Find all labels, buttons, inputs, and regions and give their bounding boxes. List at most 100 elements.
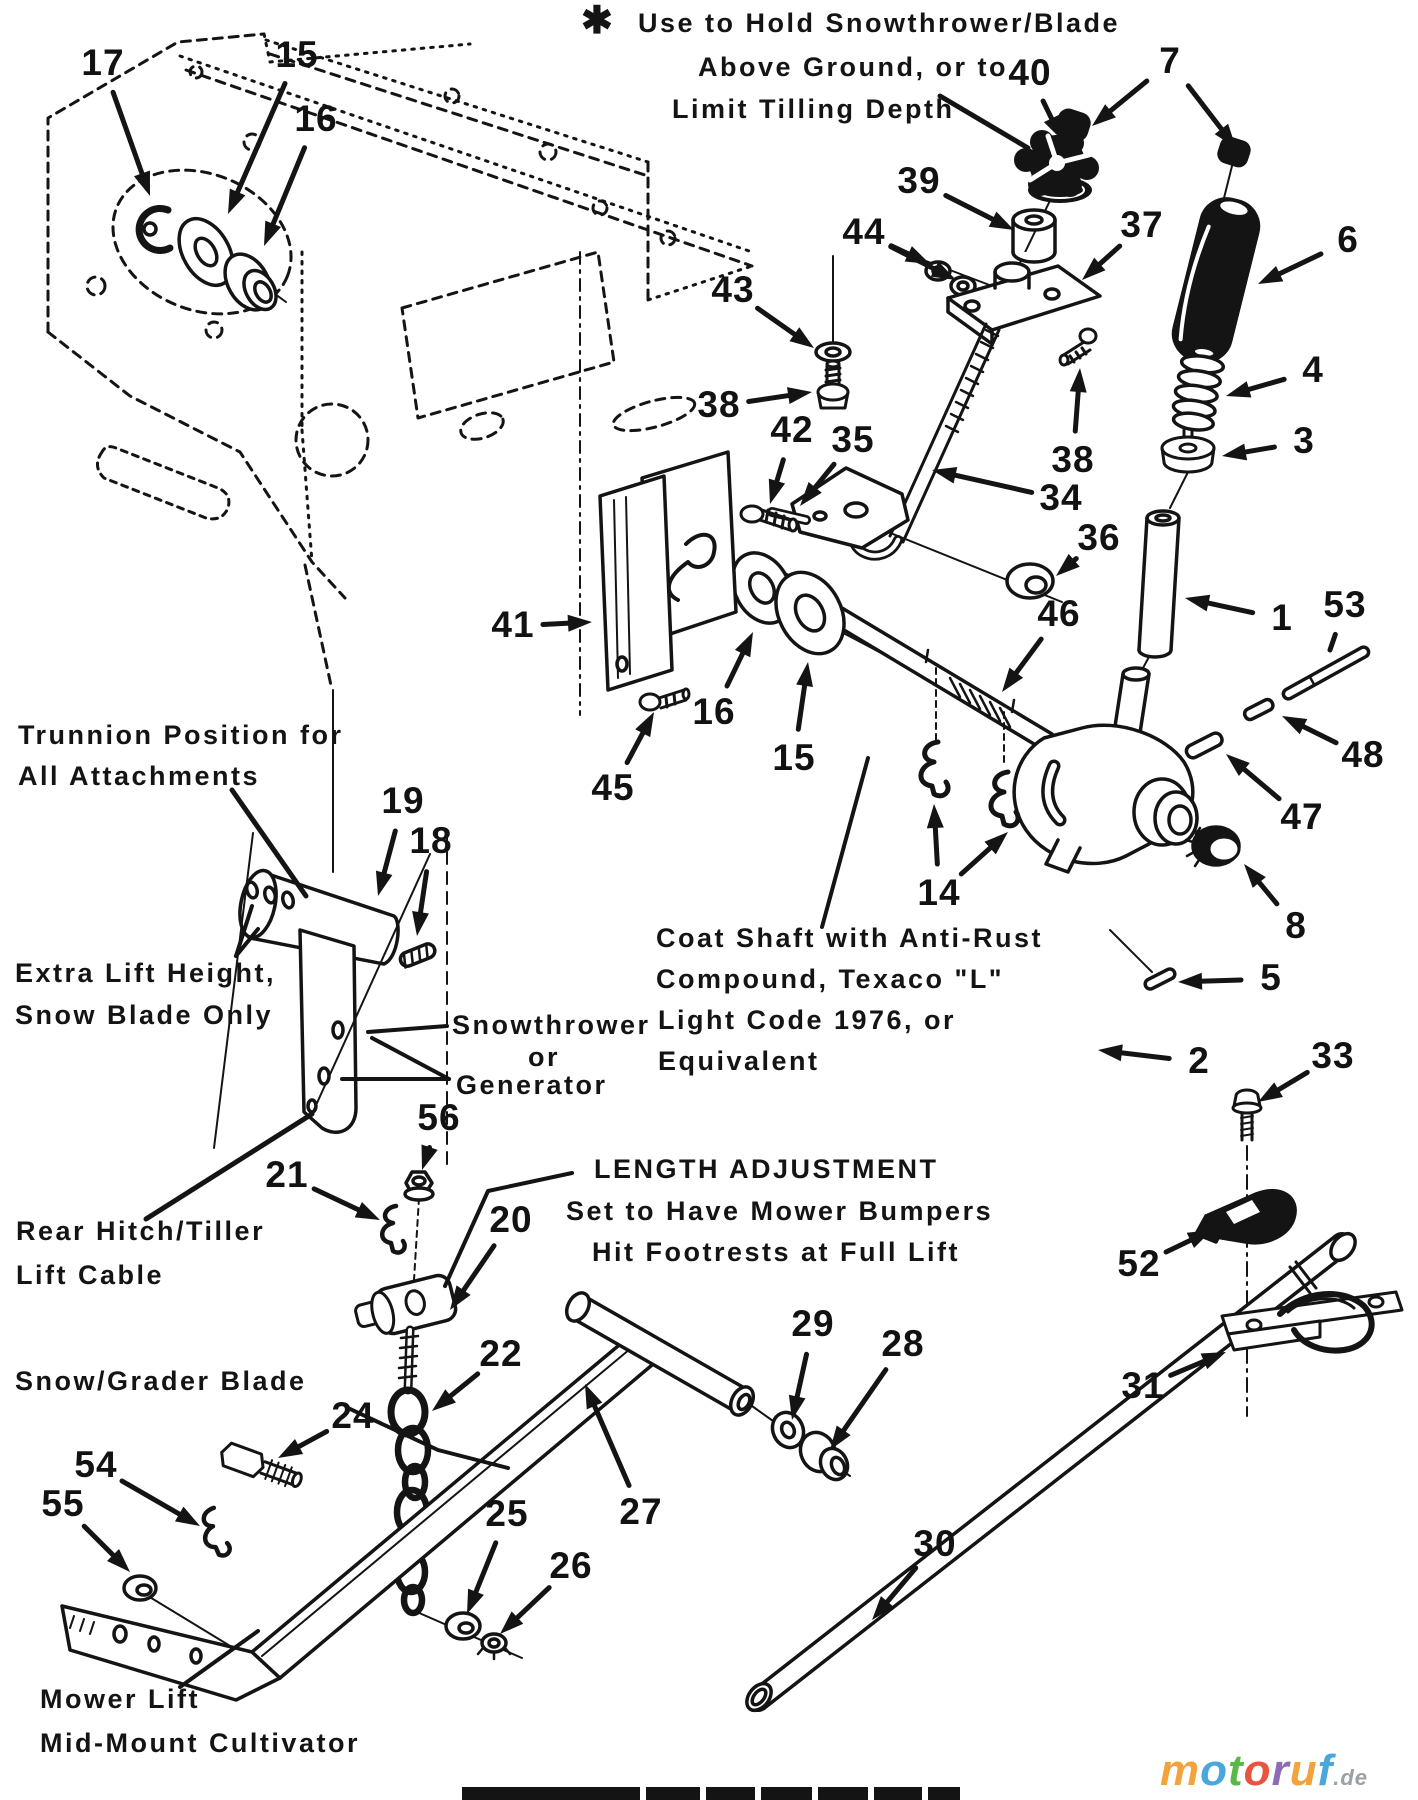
part-screw-45 — [638, 687, 691, 712]
callout-arrow-shaft-21 — [311, 1186, 367, 1215]
callout-arrow-shaft-17 — [110, 89, 147, 182]
callout-55-40: 55 — [41, 1483, 85, 1525]
callout-arrow-head-34 — [932, 466, 958, 484]
rear-hitch-leader — [143, 1111, 315, 1222]
part-lift-hub — [1012, 723, 1199, 874]
callout-arrow-shaft-48 — [1295, 721, 1339, 746]
callout-arrow-shaft-31 — [1168, 1356, 1212, 1378]
callout-34-16: 34 — [1039, 477, 1083, 519]
part-nut-26 — [476, 1632, 512, 1661]
note-rear-hitch-2: Lift Cable — [16, 1260, 165, 1290]
callout-38-13: 38 — [1051, 439, 1095, 481]
callout-4-9: 4 — [1302, 349, 1324, 391]
callout-arrow-head-16 — [734, 632, 753, 658]
callout-arrow-head-8 — [1244, 864, 1266, 888]
part-bolt-24 — [220, 1441, 303, 1489]
callout-arrow-shaft-4 — [1240, 376, 1287, 394]
callout-arrow-head-5 — [1178, 972, 1203, 990]
callout-arrow-head-48 — [1282, 716, 1308, 735]
callout-35-15: 35 — [831, 419, 875, 461]
lift-cable-line-a — [311, 853, 431, 1115]
snowthrower-leader — [366, 1024, 449, 1034]
callout-arrow-head-30 — [872, 1596, 894, 1620]
part-pin-53 — [1281, 645, 1371, 701]
callout-arrow-head-15 — [228, 188, 246, 214]
callout-46-22: 46 — [1037, 593, 1081, 635]
callout-arrow-head-37 — [1082, 257, 1106, 280]
callout-arrow-shaft-16 — [268, 145, 308, 232]
callout-arrow-shaft-14 — [932, 819, 940, 867]
part-spring-4 — [1171, 345, 1226, 432]
callout-arrow-head-27 — [585, 1384, 603, 1410]
part-lift-shaft-27 — [60, 1291, 756, 1702]
part-pin-48 — [1242, 697, 1275, 722]
note-trunnion-1: Trunnion Position for — [18, 720, 344, 750]
mower-lift-leader — [178, 1629, 260, 1689]
callout-arrow-shaft-38 — [746, 392, 797, 405]
lift-cable-line-b — [213, 832, 254, 1149]
callout-arrow-head-6 — [1258, 265, 1284, 284]
callout-arrow-head-33 — [1258, 1082, 1283, 1102]
part-hairpin-clips-14 — [918, 739, 1021, 829]
callout-40-3: 40 — [1008, 52, 1052, 94]
length-adj-leader — [443, 1171, 574, 1288]
callout-arrow-head-36 — [1056, 553, 1080, 576]
part-washer-43 — [814, 341, 852, 363]
note-mower-lift-1: Mower Lift — [40, 1684, 200, 1714]
callout-37-7: 37 — [1120, 204, 1164, 246]
callout-19-29: 19 — [381, 780, 425, 822]
note-extra-lift-2: Snow Blade Only — [15, 1000, 274, 1030]
callout-arrow-head-29 — [788, 1394, 806, 1420]
part-screw-38b — [1058, 327, 1098, 367]
callout-arrow-head-55 — [107, 1549, 130, 1572]
callout-arrow-shaft-43 — [755, 305, 802, 341]
callout-arrow-shaft-18 — [417, 869, 430, 921]
part-washer-15a — [177, 217, 287, 303]
callout-52-48: 52 — [1117, 1243, 1161, 1285]
callout-22-37: 22 — [479, 1333, 523, 1375]
part-nut-56 — [403, 1170, 435, 1202]
part-knob-8 — [1184, 825, 1241, 868]
trunnion-leader — [229, 787, 309, 899]
callout-arrow-head-38 — [1069, 368, 1087, 393]
part-bracket-41 — [598, 450, 738, 692]
callout-arrow-shaft-25 — [471, 1540, 499, 1600]
callout-15-1: 15 — [275, 34, 319, 76]
part-pin-18 — [398, 942, 437, 969]
callout-arrow-shaft-16 — [724, 645, 748, 689]
callout-18-30: 18 — [409, 820, 453, 862]
note-coat-shaft-1: Coat Shaft with Anti-Rust — [656, 923, 1043, 953]
callout-2-32: 2 — [1188, 1040, 1210, 1082]
watermark-letter-r4: r — [1271, 1746, 1290, 1795]
callout-16-20: 16 — [692, 691, 736, 733]
watermark-letter-t2: t — [1228, 1746, 1244, 1795]
extra-lift-leader-a — [234, 927, 260, 958]
watermark-letter-o1: o — [1200, 1746, 1229, 1795]
callout-arrow-head-45 — [635, 712, 654, 738]
callout-arrow-shaft-27 — [589, 1398, 632, 1488]
callout-arrow-head-25 — [467, 1588, 484, 1614]
part-clamp-52 — [1194, 1188, 1297, 1245]
watermark-letter-f6: f — [1317, 1746, 1334, 1795]
note-snow-grader-blade: Snow/Grader Blade — [15, 1366, 307, 1396]
callout-arrow-head-26 — [500, 1611, 524, 1634]
callout-arrow-shaft-2 — [1113, 1049, 1172, 1061]
callout-45-19: 45 — [591, 767, 635, 809]
callout-arrow-shaft-15 — [795, 677, 808, 732]
callout-arrow-head-15 — [796, 662, 813, 687]
callout-25-41: 25 — [485, 1493, 529, 1535]
part-pin-5 — [1143, 967, 1177, 991]
part-handle-grip-6 — [1171, 197, 1261, 363]
callout-arrow-head-7 — [1214, 123, 1236, 148]
coat-shaft-leader — [820, 756, 870, 929]
callout-arrow-head-2 — [1098, 1044, 1123, 1062]
callout-29-44: 29 — [791, 1303, 835, 1345]
part-spacer-39 — [1011, 208, 1057, 264]
note-snowthrower-3: Generator — [456, 1070, 608, 1100]
motoruf-watermark: motoruf.de — [1160, 1746, 1368, 1796]
callout-arrow-head-20 — [450, 1285, 471, 1310]
callout-arrow-shaft-33 — [1270, 1069, 1310, 1096]
callout-16-2: 16 — [294, 98, 338, 140]
note-coat-shaft-3: Light Code 1976, or — [658, 1005, 957, 1035]
